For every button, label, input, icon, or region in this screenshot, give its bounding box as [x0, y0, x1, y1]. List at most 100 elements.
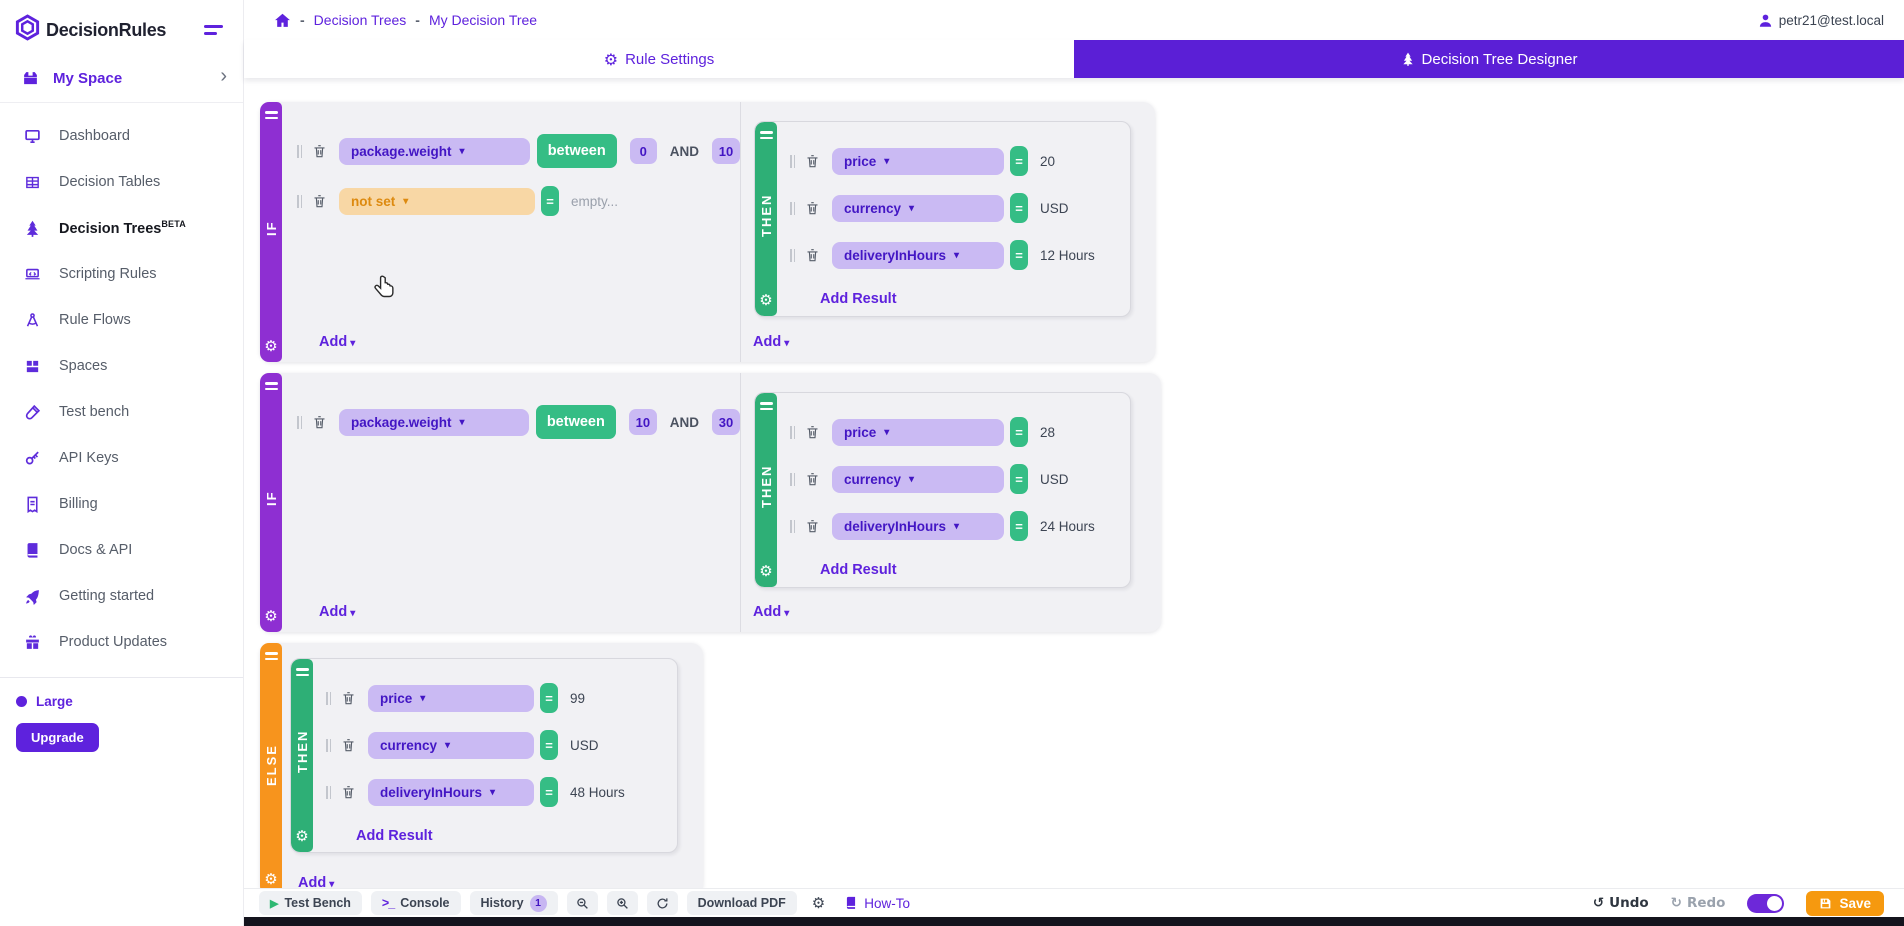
add-result-button[interactable]: Add Result [820, 291, 897, 307]
sidebar-item-rule-flows[interactable]: Rule Flows [0, 297, 243, 343]
trash-icon[interactable] [312, 193, 327, 209]
sidebar-item-decision-trees[interactable]: Decision TreesBETA [0, 205, 243, 251]
operator-equals-button[interactable]: = [1010, 511, 1028, 541]
result-value[interactable]: 12 Hours [1040, 247, 1095, 263]
empty-value-placeholder[interactable]: empty... [571, 193, 619, 209]
history-button[interactable]: History 1 [469, 891, 558, 915]
row-drag-handle[interactable] [790, 472, 795, 486]
result-value[interactable]: 20 [1040, 153, 1056, 169]
operator-button[interactable]: between [536, 134, 617, 168]
condition-value-2[interactable]: 10 [711, 138, 740, 164]
add-else-button[interactable]: Add▾ [298, 875, 335, 891]
menu-toggle-icon[interactable] [200, 21, 227, 39]
condition-field-select[interactable]: package.weight▾ [339, 137, 530, 165]
row-drag-handle[interactable] [297, 194, 302, 208]
redo-button[interactable]: ↻Redo [1670, 895, 1726, 911]
add-then-button[interactable]: Add▾ [753, 334, 790, 350]
operator-equals-button[interactable]: = [1010, 464, 1028, 494]
drag-handle-icon[interactable] [264, 382, 278, 390]
zoom-out-button[interactable] [566, 891, 598, 915]
then-settings-gear-icon[interactable]: ⚙ [759, 291, 773, 309]
row-drag-handle[interactable] [790, 201, 795, 215]
drag-handle-icon[interactable] [264, 652, 278, 660]
result-field-select[interactable]: price▾ [368, 684, 534, 712]
then-settings-gear-icon[interactable]: ⚙ [759, 562, 773, 580]
if-bar[interactable]: IF ⚙ [260, 373, 282, 632]
result-field-select[interactable]: deliveryInHours▾ [832, 512, 1004, 540]
trash-icon[interactable] [805, 200, 820, 216]
sidebar-item-scripting-rules[interactable]: Scripting Rules [0, 251, 243, 297]
result-value[interactable]: 28 [1040, 424, 1056, 440]
row-drag-handle[interactable] [326, 785, 331, 799]
trash-icon[interactable] [312, 414, 327, 430]
undo-button[interactable]: ↺Undo [1592, 895, 1649, 911]
operator-equals-button[interactable]: = [1010, 193, 1028, 223]
breadcrumb-decision-trees[interactable]: Decision Trees [313, 12, 407, 28]
result-field-select[interactable]: currency▾ [368, 731, 534, 759]
result-value[interactable]: USD [1040, 200, 1069, 216]
node-settings-gear-icon[interactable]: ⚙ [264, 337, 278, 355]
tab-decision-tree-designer[interactable]: Decision Tree Designer [1074, 40, 1904, 78]
then-bar[interactable]: THEN ⚙ [755, 122, 777, 316]
user-menu[interactable]: petr21@test.local [1758, 13, 1884, 28]
condition-value-2[interactable]: 30 [712, 409, 740, 435]
sidebar-item-test-bench[interactable]: Test bench [0, 389, 243, 435]
operator-equals-button[interactable]: = [1010, 417, 1028, 447]
row-drag-handle[interactable] [326, 738, 331, 752]
add-condition-button[interactable]: Add▾ [319, 604, 356, 620]
trash-icon[interactable] [805, 153, 820, 169]
toolbar-settings-gear-icon[interactable]: ⚙ [806, 891, 831, 915]
row-drag-handle[interactable] [326, 691, 331, 705]
autosave-toggle[interactable] [1747, 893, 1785, 913]
operator-equals-button[interactable]: = [1010, 146, 1028, 176]
operator-equals-button[interactable]: = [540, 683, 558, 713]
row-drag-handle[interactable] [297, 415, 302, 429]
sidebar-item-decision-tables[interactable]: Decision Tables [0, 159, 243, 205]
sidebar-item-api-keys[interactable]: API Keys [0, 435, 243, 481]
result-field-select[interactable]: price▾ [832, 147, 1004, 175]
result-value[interactable]: 24 Hours [1040, 518, 1095, 534]
operator-equals-button[interactable]: = [540, 777, 558, 807]
row-drag-handle[interactable] [790, 425, 795, 439]
then-bar[interactable]: THEN ⚙ [291, 659, 313, 852]
sidebar-item-spaces[interactable]: Spaces [0, 343, 243, 389]
result-field-select[interactable]: deliveryInHours▾ [368, 778, 534, 806]
node-settings-gear-icon[interactable]: ⚙ [264, 870, 278, 888]
condition-field-select[interactable]: package.weight▾ [339, 408, 529, 436]
else-bar[interactable]: ELSE ⚙ [260, 643, 282, 895]
operator-equals-button[interactable]: = [541, 186, 559, 216]
how-to-button[interactable]: How-To [840, 891, 914, 915]
test-bench-button[interactable]: ▶ Test Bench [259, 891, 362, 915]
if-bar[interactable]: IF ⚙ [260, 102, 282, 362]
zoom-in-button[interactable] [606, 891, 638, 915]
result-value[interactable]: USD [1040, 471, 1069, 487]
add-then-button[interactable]: Add▾ [753, 604, 790, 620]
trash-icon[interactable] [805, 247, 820, 263]
operator-button[interactable]: between [535, 405, 616, 439]
row-drag-handle[interactable] [790, 519, 795, 533]
then-settings-gear-icon[interactable]: ⚙ [295, 827, 309, 845]
result-field-select[interactable]: deliveryInHours▾ [832, 241, 1004, 269]
trash-icon[interactable] [805, 424, 820, 440]
sidebar-item-my-space[interactable]: My Space › [0, 56, 243, 103]
node-settings-gear-icon[interactable]: ⚙ [264, 607, 278, 625]
drag-handle-icon[interactable] [264, 111, 278, 119]
sidebar-item-docs-api[interactable]: Docs & API [0, 527, 243, 573]
breadcrumb-my-decision-tree[interactable]: My Decision Tree [428, 12, 538, 28]
trash-icon[interactable] [341, 690, 356, 706]
sidebar-item-dashboard[interactable]: Dashboard [0, 113, 243, 159]
result-value[interactable]: 48 Hours [570, 784, 625, 800]
result-value[interactable]: 99 [570, 690, 586, 706]
tab-rule-settings[interactable]: ⚙ Rule Settings [244, 40, 1074, 78]
trash-icon[interactable] [312, 143, 327, 159]
drag-handle-icon[interactable] [295, 668, 309, 676]
sidebar-item-product-updates[interactable]: Product Updates [0, 619, 243, 665]
drag-handle-icon[interactable] [759, 131, 773, 139]
result-field-select[interactable]: currency▾ [832, 465, 1004, 493]
then-bar[interactable]: THEN ⚙ [755, 393, 777, 587]
save-button[interactable]: Save [1806, 890, 1884, 916]
download-pdf-button[interactable]: Download PDF [686, 891, 797, 915]
add-condition-button[interactable]: Add▾ [319, 334, 356, 350]
condition-field-select-not-set[interactable]: not set▾ [339, 187, 535, 215]
trash-icon[interactable] [805, 518, 820, 534]
